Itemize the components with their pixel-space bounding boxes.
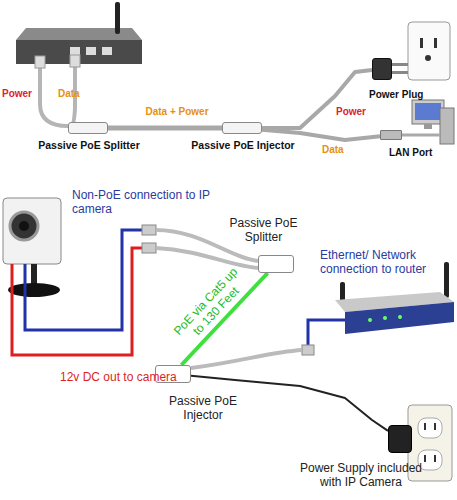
rj45-plug xyxy=(142,225,156,235)
camera-lens-center xyxy=(19,221,29,231)
router-front xyxy=(345,302,454,334)
router-top xyxy=(16,28,142,40)
rj45-plug xyxy=(70,55,80,67)
ip-camera xyxy=(3,198,61,264)
cable-connector xyxy=(262,130,380,140)
camera-stand xyxy=(31,264,37,286)
outlet-slot xyxy=(434,455,436,462)
connector-label: Power xyxy=(336,106,376,118)
router-led xyxy=(383,316,387,320)
poe-splitter: Passive PoE Splitter xyxy=(68,122,108,134)
dc-plug xyxy=(142,243,156,253)
ethernet-wire xyxy=(25,230,142,330)
cable-connector xyxy=(108,126,222,131)
wire-label: Power xyxy=(2,88,42,100)
connector-label: PoE via Cat5 up to 130 Feet xyxy=(167,260,256,353)
outlet-face xyxy=(418,418,442,438)
node-label: Passive PoE Injector xyxy=(178,139,308,152)
node-label: Power Supply included with IP Camera xyxy=(291,461,431,490)
connector-label: Data + Power xyxy=(132,106,222,118)
node-label: Passive PoE Splitter xyxy=(24,139,154,152)
outlet-slot xyxy=(420,38,423,48)
node-label: Passive PoE Injector xyxy=(158,394,248,423)
callout-text: 12v DC out to camera xyxy=(60,370,210,384)
ethernet-wire xyxy=(308,320,345,345)
power-supply: Power Supply included with IP Camera xyxy=(388,425,412,453)
poe-injector: Passive PoE Injector xyxy=(222,122,262,134)
plug-prong xyxy=(392,63,408,66)
node-label: LAN Port xyxy=(389,147,449,159)
outlet-slot xyxy=(424,423,426,430)
dc-plug xyxy=(35,56,45,68)
pc-tower xyxy=(440,108,454,144)
router-port xyxy=(102,47,112,55)
plug-prong xyxy=(392,71,408,74)
node-label: Passive PoE Splitter xyxy=(221,216,306,245)
connector-label: Data xyxy=(322,144,362,156)
router-port xyxy=(70,47,80,55)
wall-outlet xyxy=(408,22,450,80)
outlet-slot xyxy=(434,38,437,48)
splitter-pigtail xyxy=(156,248,258,268)
rj45-plug xyxy=(302,345,314,355)
router-antenna xyxy=(444,262,449,298)
poe-splitter: Passive PoE Splitter xyxy=(258,255,294,273)
outlet-slot xyxy=(434,423,436,430)
monitor xyxy=(412,100,444,124)
outlet-ground xyxy=(425,55,431,61)
lan-cable xyxy=(402,134,440,137)
outlet-slot xyxy=(424,455,426,462)
callout-text: Non-PoE connection to IP camera xyxy=(72,188,222,217)
node-label: Power Plug xyxy=(369,89,449,101)
camera-lens xyxy=(10,212,38,240)
router-led xyxy=(368,318,372,322)
wire-label: Data xyxy=(58,88,98,100)
monitor-screen xyxy=(415,103,441,120)
injector-pigtail xyxy=(191,350,302,368)
monitor-stand xyxy=(424,124,432,129)
callout-text: Ethernet/ Network connection to router xyxy=(320,248,445,277)
camera-base xyxy=(8,283,60,297)
power-plug: Power Plug xyxy=(372,58,392,80)
cable-connector xyxy=(262,70,372,128)
lan-port: LAN Port xyxy=(380,130,402,140)
router-antenna xyxy=(115,2,120,34)
router-led xyxy=(398,315,402,319)
router-port xyxy=(86,47,96,55)
